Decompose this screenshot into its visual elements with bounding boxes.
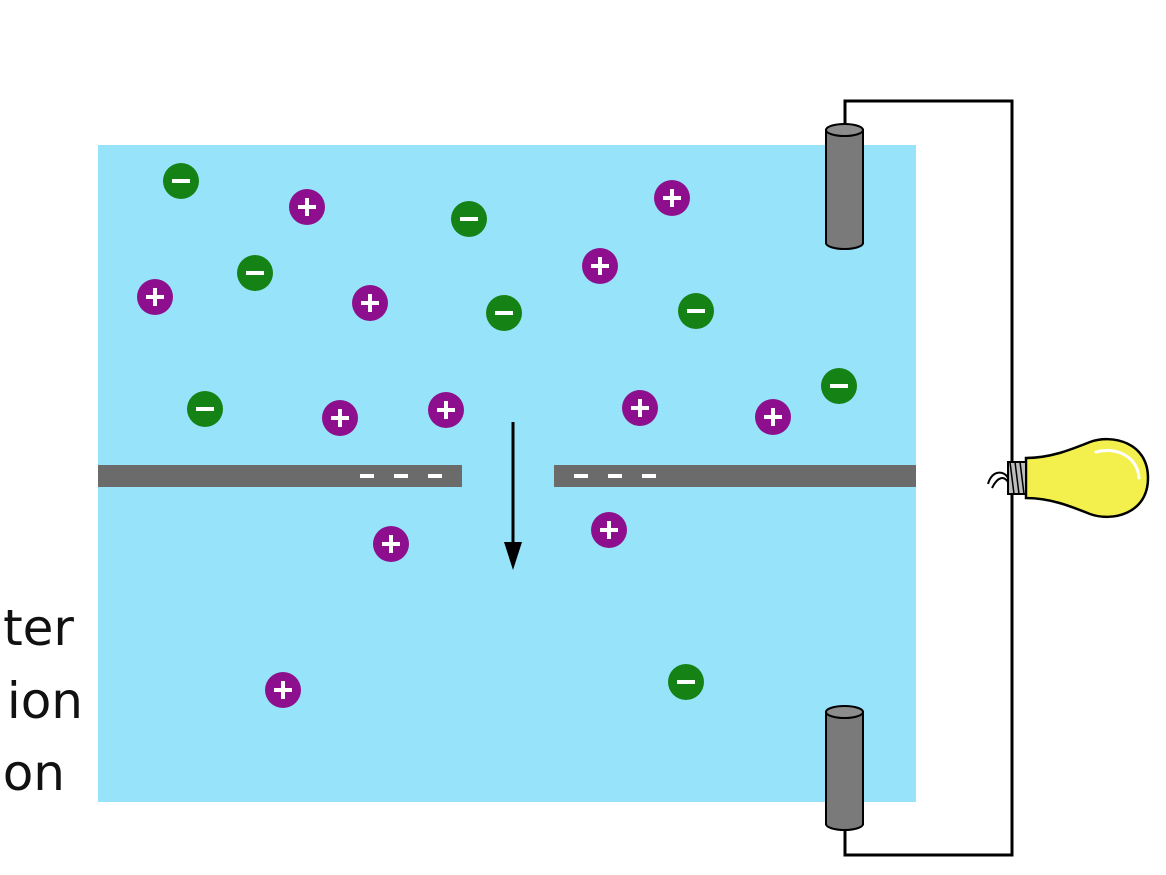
negative-ion-icon	[821, 368, 857, 404]
flow-arrow-icon	[504, 422, 522, 570]
positive-ion-icon	[654, 180, 690, 216]
positive-ion-icon	[289, 189, 325, 225]
positive-ion-icon	[622, 390, 658, 426]
positive-ion-icon	[755, 399, 791, 435]
positive-ion-icon	[137, 279, 173, 315]
positive-ion-icon	[322, 400, 358, 436]
membrane-charges-left	[360, 474, 442, 478]
positive-ion-icon	[582, 248, 618, 284]
membrane-charge-mark	[428, 474, 442, 478]
ions	[137, 163, 857, 708]
membrane	[98, 465, 916, 487]
electrode-top-icon	[825, 123, 864, 250]
negative-ion-icon	[451, 201, 487, 237]
membrane-charges-right	[574, 474, 656, 478]
side-label-line-1: ter	[3, 599, 74, 657]
membrane-right	[554, 465, 916, 487]
positive-ion-icon	[591, 512, 627, 548]
negative-ion-icon	[486, 295, 522, 331]
negative-ion-icon	[668, 664, 704, 700]
electrode-bottom-icon	[825, 705, 864, 831]
positive-ion-icon	[265, 672, 301, 708]
side-label: ter ion on	[3, 599, 83, 802]
membrane-charge-mark	[574, 474, 588, 478]
membrane-charge-mark	[360, 474, 374, 478]
negative-ion-icon	[163, 163, 199, 199]
side-label-line-2: ion	[7, 672, 83, 730]
negative-ion-icon	[237, 255, 273, 291]
negative-ion-icon	[187, 391, 223, 427]
membrane-charge-mark	[608, 474, 622, 478]
negative-ion-icon	[678, 293, 714, 329]
positive-ion-icon	[373, 526, 409, 562]
membrane-charge-mark	[642, 474, 656, 478]
membrane-left	[98, 465, 462, 487]
positive-ion-icon	[428, 392, 464, 428]
side-label-line-3: on	[3, 744, 65, 802]
membrane-charge-mark	[394, 474, 408, 478]
light-bulb-icon	[987, 437, 1150, 519]
positive-ion-icon	[352, 285, 388, 321]
